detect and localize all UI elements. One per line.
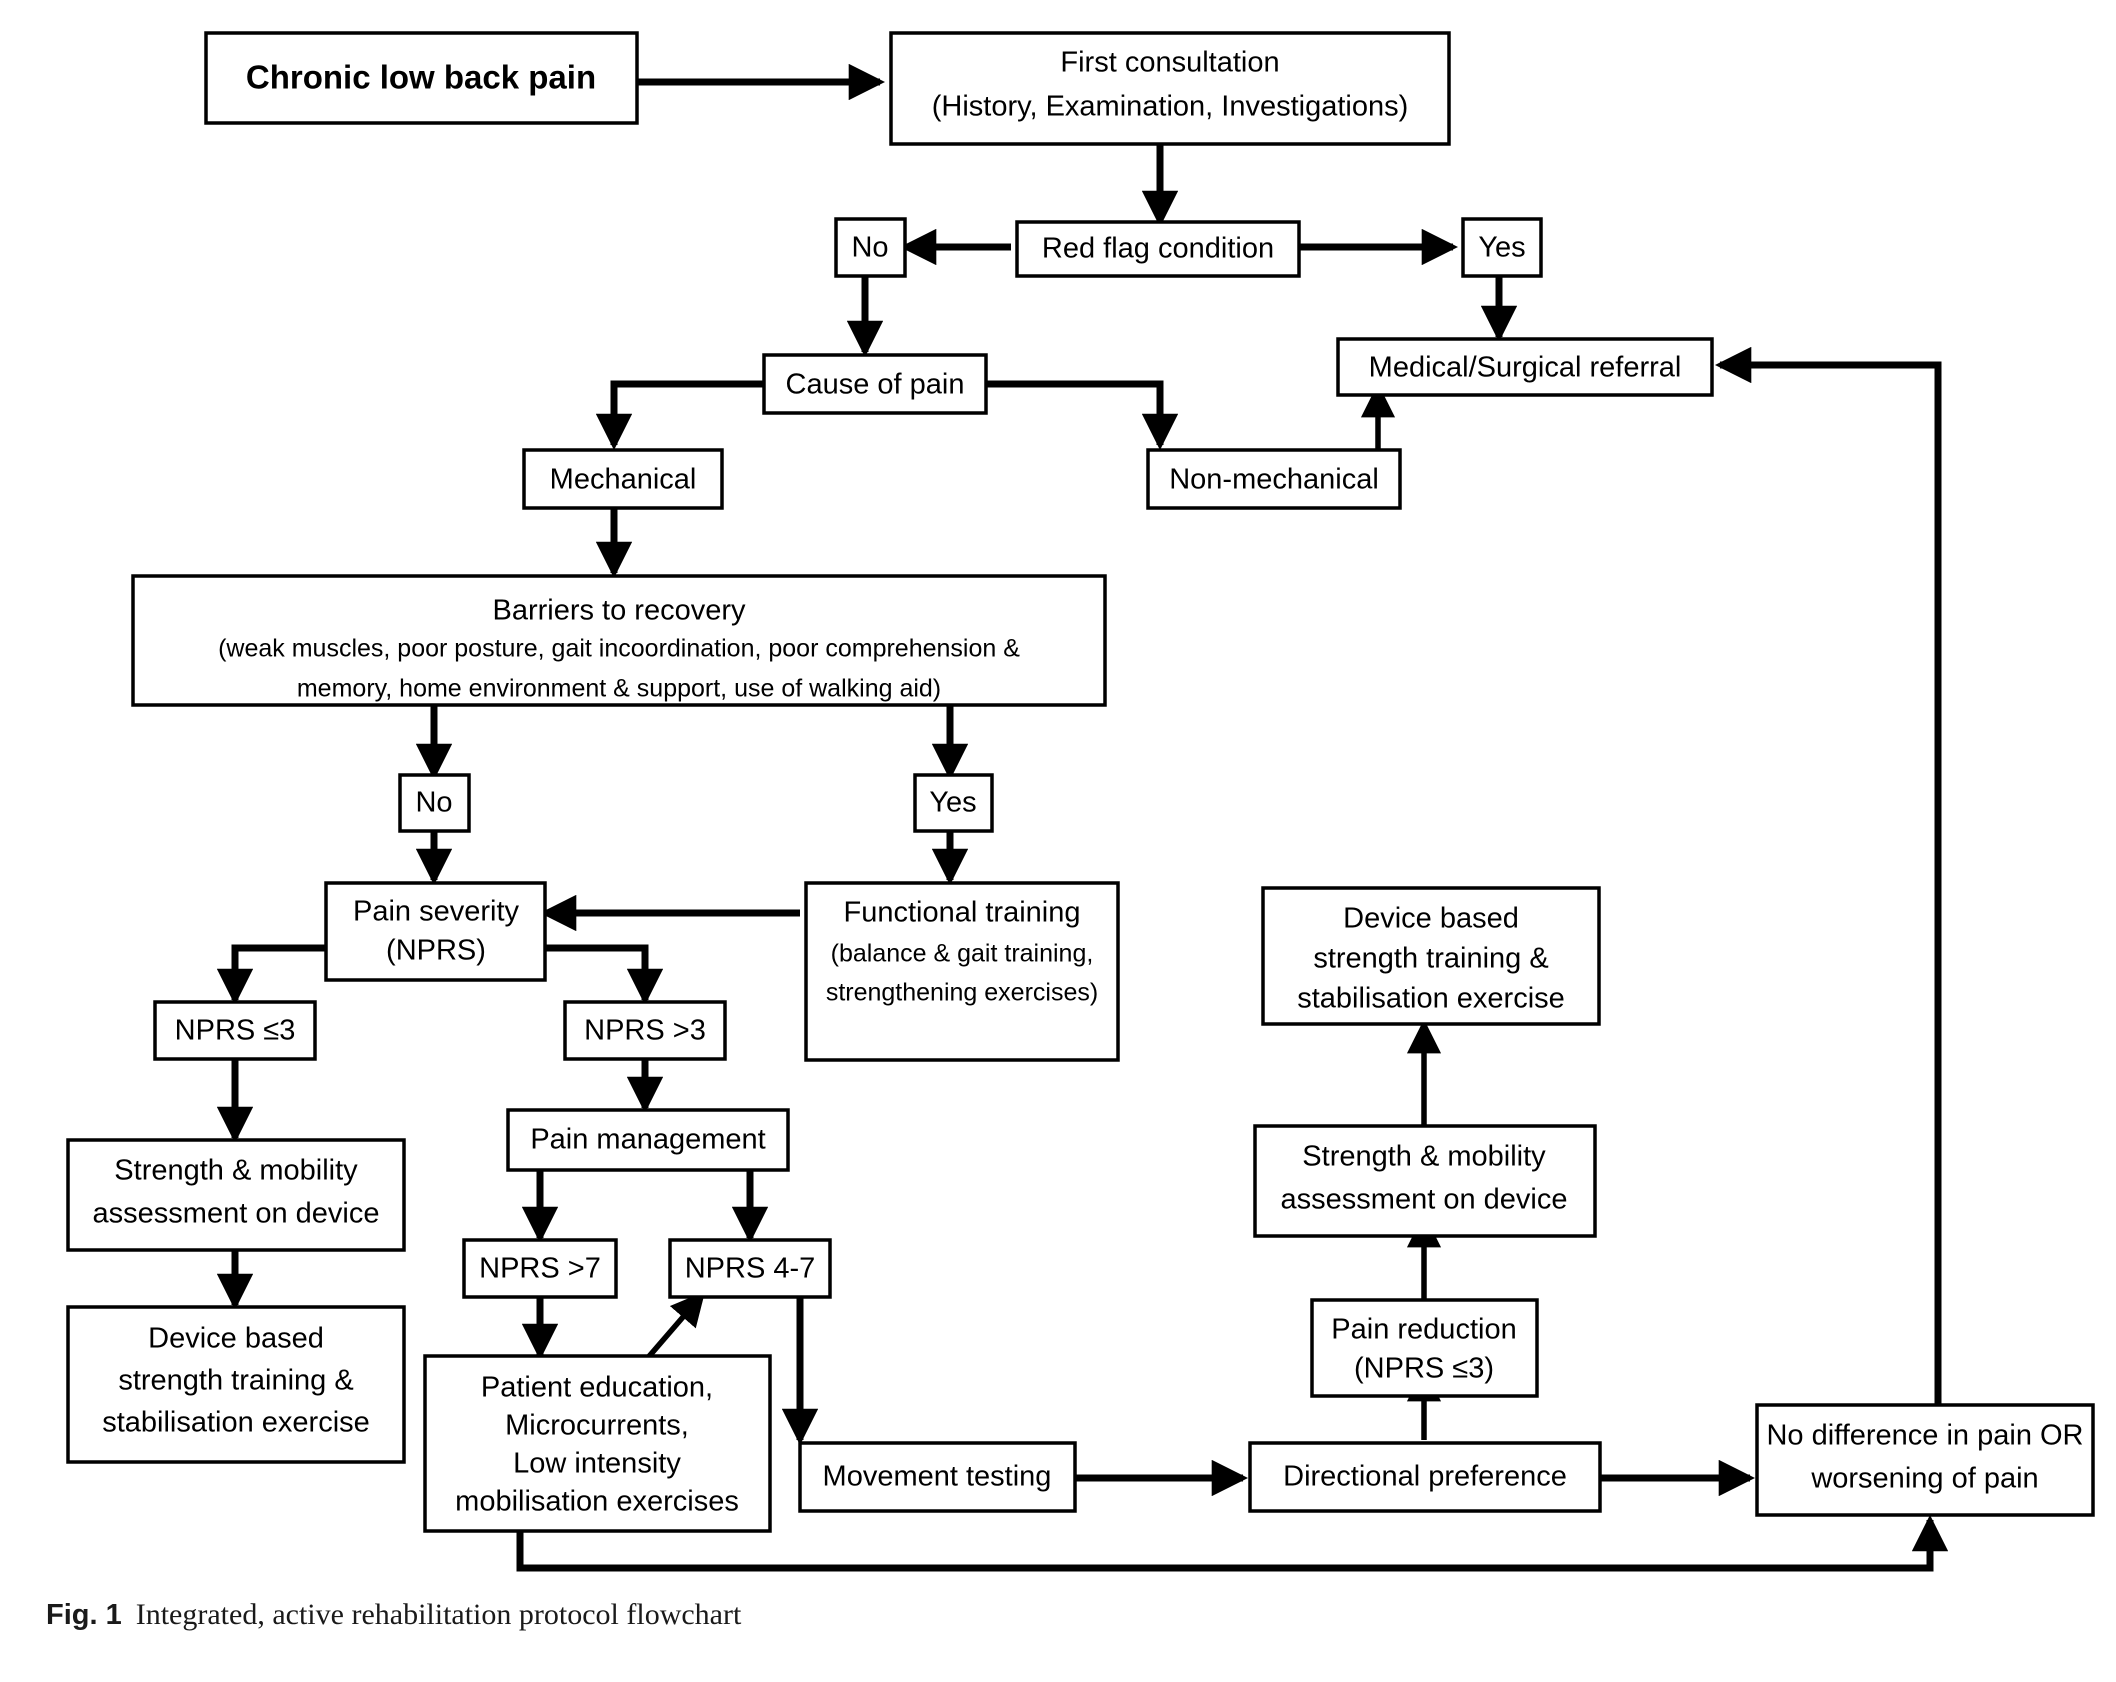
node-label-functional-training-line1: Functional training: [844, 897, 1081, 929]
node-label-barriers-line3: memory, home environment & support, use …: [297, 675, 941, 703]
node-barriers-yes[interactable]: Yes: [913, 773, 994, 833]
node-first-consultation[interactable]: First consultation (History, Examination…: [889, 31, 1451, 146]
node-pain-reduction[interactable]: Pain reduction (NPRS ≤3): [1310, 1298, 1539, 1398]
node-movement-testing[interactable]: Movement testing: [798, 1441, 1077, 1513]
node-label-dbl-line2: strength training &: [118, 1365, 353, 1397]
node-patient-education[interactable]: Patient education, Microcurrents, Low in…: [423, 1354, 772, 1533]
node-nprs-le3[interactable]: NPRS ≤3: [153, 1000, 317, 1061]
node-label-smar-line1: Strength & mobility: [1302, 1141, 1546, 1173]
edge-pain-severity-to-nprs-gt3: [545, 944, 664, 1006]
node-label-nprs-gt7: NPRS >7: [479, 1253, 601, 1285]
node-label-nd-line1: No difference in pain OR: [1766, 1420, 2083, 1452]
edge-no-difference-to-medical-referral: [1714, 346, 1942, 1434]
node-label-functional-training-line3: strengthening exercises): [826, 979, 1098, 1007]
node-label-functional-training-line2: (balance & gait training,: [831, 940, 1094, 968]
node-nprs-gt7[interactable]: NPRS >7: [462, 1238, 618, 1299]
node-non-mechanical[interactable]: Non-mechanical: [1146, 448, 1402, 510]
edges-layer: [216, 63, 1949, 1572]
node-label-nprs-gt3: NPRS >3: [584, 1015, 706, 1047]
node-label-pain-severity-line2: (NPRS): [386, 935, 486, 967]
node-label-dbr-line2: strength training &: [1313, 943, 1548, 975]
node-barriers-no[interactable]: No: [398, 773, 471, 833]
node-label-movement-testing: Movement testing: [823, 1461, 1052, 1493]
node-label-first-consultation-line2: (History, Examination, Investigations): [932, 91, 1409, 123]
edge-pain-severity-to-nprs-le3: [216, 944, 326, 1006]
node-label-smar-line2: assessment on device: [1281, 1184, 1568, 1216]
node-label-chronic-low-back-pain: Chronic low back pain: [246, 59, 596, 96]
node-pain-management[interactable]: Pain management: [506, 1108, 790, 1172]
node-label-first-consultation-line1: First consultation: [1060, 47, 1279, 79]
node-label-dbr-line1: Device based: [1343, 903, 1519, 935]
edge-patient-education-to-no-difference: [516, 1514, 1949, 1572]
node-label-pain-reduction-line2: (NPRS ≤3): [1354, 1353, 1494, 1385]
node-device-based-left[interactable]: Device based strength training & stabili…: [66, 1305, 406, 1464]
node-label-medical-surgical-referral: Medical/Surgical referral: [1369, 352, 1682, 384]
node-no-difference[interactable]: No difference in pain OR worsening of pa…: [1755, 1403, 2095, 1517]
node-directional-preference[interactable]: Directional preference: [1248, 1441, 1602, 1513]
node-label-smal-line2: assessment on device: [93, 1198, 380, 1230]
node-device-based-right[interactable]: Device based strength training & stabili…: [1261, 886, 1601, 1026]
node-label-dbr-line3: stabilisation exercise: [1297, 983, 1565, 1015]
node-nprs-4-7[interactable]: NPRS 4-7: [668, 1238, 832, 1299]
node-strength-mobility-assessment-left[interactable]: Strength & mobility assessment on device: [66, 1138, 406, 1252]
node-red-flag-no[interactable]: No: [834, 217, 907, 278]
edge-cause-to-non-mechanical: [980, 380, 1179, 451]
node-label-pain-severity-line1: Pain severity: [353, 896, 520, 928]
node-barriers-to-recovery[interactable]: Barriers to recovery (weak muscles, poor…: [131, 574, 1107, 707]
node-label-pain-management: Pain management: [530, 1124, 765, 1156]
node-mechanical[interactable]: Mechanical: [522, 448, 724, 510]
node-label-barriers-yes: Yes: [929, 787, 976, 819]
node-label-mechanical: Mechanical: [550, 464, 697, 496]
node-label-nprs-le3: NPRS ≤3: [175, 1015, 296, 1047]
node-strength-mobility-assessment-right[interactable]: Strength & mobility assessment on device: [1253, 1124, 1597, 1238]
figure-caption-text: Integrated, active rehabilitation protoc…: [135, 1598, 742, 1631]
figure-caption-label: Fig. 1: [46, 1599, 122, 1631]
node-label-pain-reduction-line1: Pain reduction: [1331, 1314, 1516, 1346]
node-label-nprs-4-7: NPRS 4-7: [685, 1253, 816, 1285]
node-label-cause-of-pain: Cause of pain: [786, 369, 965, 401]
node-functional-training[interactable]: Functional training (balance & gait trai…: [804, 881, 1120, 1062]
node-red-flag-yes[interactable]: Yes: [1461, 217, 1543, 278]
node-label-non-mechanical: Non-mechanical: [1169, 464, 1379, 496]
node-label-barriers-line2: (weak muscles, poor posture, gait incoor…: [218, 635, 1020, 663]
node-label-nd-line2: worsening of pain: [1810, 1463, 2038, 1495]
node-label-directional-preference: Directional preference: [1283, 1461, 1567, 1493]
node-label-barriers-no: No: [415, 787, 452, 819]
node-label-dbl-line3: stabilisation exercise: [102, 1407, 370, 1439]
node-label-red-flag-condition: Red flag condition: [1042, 233, 1274, 265]
node-nprs-gt3[interactable]: NPRS >3: [563, 1000, 727, 1061]
node-label-red-flag-no: No: [851, 232, 888, 264]
node-label-pe-line1: Patient education,: [481, 1372, 713, 1404]
node-red-flag-condition[interactable]: Red flag condition: [1015, 220, 1301, 278]
figure-caption: Fig. 1 Integrated, active rehabilitation …: [46, 1598, 741, 1632]
node-label-dbl-line1: Device based: [148, 1323, 324, 1355]
node-label-pe-line3: Low intensity: [513, 1448, 681, 1480]
edge-cause-to-mechanical: [595, 380, 772, 451]
node-label-red-flag-yes: Yes: [1478, 232, 1525, 264]
node-chronic-low-back-pain[interactable]: Chronic low back pain: [204, 31, 639, 125]
node-label-barriers-line1: Barriers to recovery: [492, 595, 746, 627]
node-label-pe-line2: Microcurrents,: [505, 1410, 689, 1442]
node-label-smal-line1: Strength & mobility: [114, 1155, 358, 1187]
node-pain-severity[interactable]: Pain severity (NPRS): [324, 881, 547, 982]
node-medical-surgical-referral[interactable]: Medical/Surgical referral: [1336, 337, 1714, 397]
node-label-pe-line4: mobilisation exercises: [455, 1486, 739, 1518]
node-cause-of-pain[interactable]: Cause of pain: [762, 353, 988, 415]
